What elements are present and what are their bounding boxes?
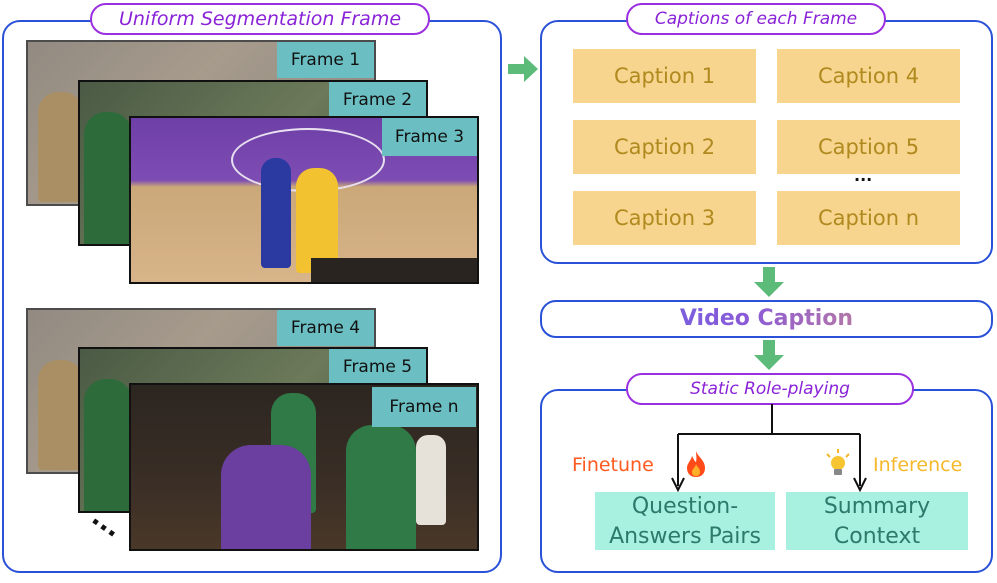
player-silhouette xyxy=(261,158,291,268)
branch-connector xyxy=(671,404,867,493)
finetune-label: Finetune xyxy=(572,454,654,476)
inference-label: Inference xyxy=(873,454,963,476)
frame-2-label: Frame 2 xyxy=(329,82,426,118)
lightbulb-icon xyxy=(824,448,852,478)
caption-2: Caption 2 xyxy=(573,120,756,174)
frame-4-label: Frame 4 xyxy=(277,310,374,346)
right-arrow-icon xyxy=(508,56,538,82)
crowd xyxy=(311,258,477,282)
player-silhouette xyxy=(84,112,132,244)
question-answers-line2: Answers Pairs xyxy=(609,524,761,549)
frame-n-label: Frame n xyxy=(372,387,476,427)
player-silhouette xyxy=(221,445,311,549)
player-silhouette xyxy=(84,379,132,511)
summary-context-line1: Summary xyxy=(823,494,931,519)
caption-5: Caption 5 xyxy=(777,120,960,174)
summary-context-box: Summary Context xyxy=(786,492,968,550)
frame-3-label: Frame 3 xyxy=(382,118,477,156)
player-silhouette xyxy=(38,360,83,470)
fire-icon xyxy=(684,450,708,478)
caption-n: Caption n xyxy=(777,191,960,245)
frame-1-label: Frame 1 xyxy=(277,42,374,78)
player-silhouette xyxy=(296,168,338,273)
caption-4: Caption 4 xyxy=(777,49,960,103)
frame-5-label: Frame 5 xyxy=(329,349,426,385)
player-silhouette xyxy=(38,92,83,202)
video-caption-box xyxy=(540,300,993,338)
caption-3: Caption 3 xyxy=(573,191,756,245)
captions-ellipsis: ... xyxy=(854,166,873,185)
captions-title: Captions of each Frame xyxy=(626,3,886,35)
caption-1: Caption 1 xyxy=(573,49,756,103)
summary-context-line2: Context xyxy=(833,524,921,549)
player-silhouette xyxy=(346,425,416,549)
question-answers-box: Question- Answers Pairs xyxy=(595,492,775,550)
video-caption-label: Video Caption xyxy=(540,303,993,335)
down-arrow-icon xyxy=(754,267,784,297)
down-arrow-icon xyxy=(754,340,784,370)
segmentation-title: Uniform Segmentation Frame xyxy=(90,3,430,35)
roleplay-title: Static Role-playing xyxy=(626,373,914,405)
question-answers-line1: Question- xyxy=(631,494,739,519)
referee xyxy=(416,435,446,525)
